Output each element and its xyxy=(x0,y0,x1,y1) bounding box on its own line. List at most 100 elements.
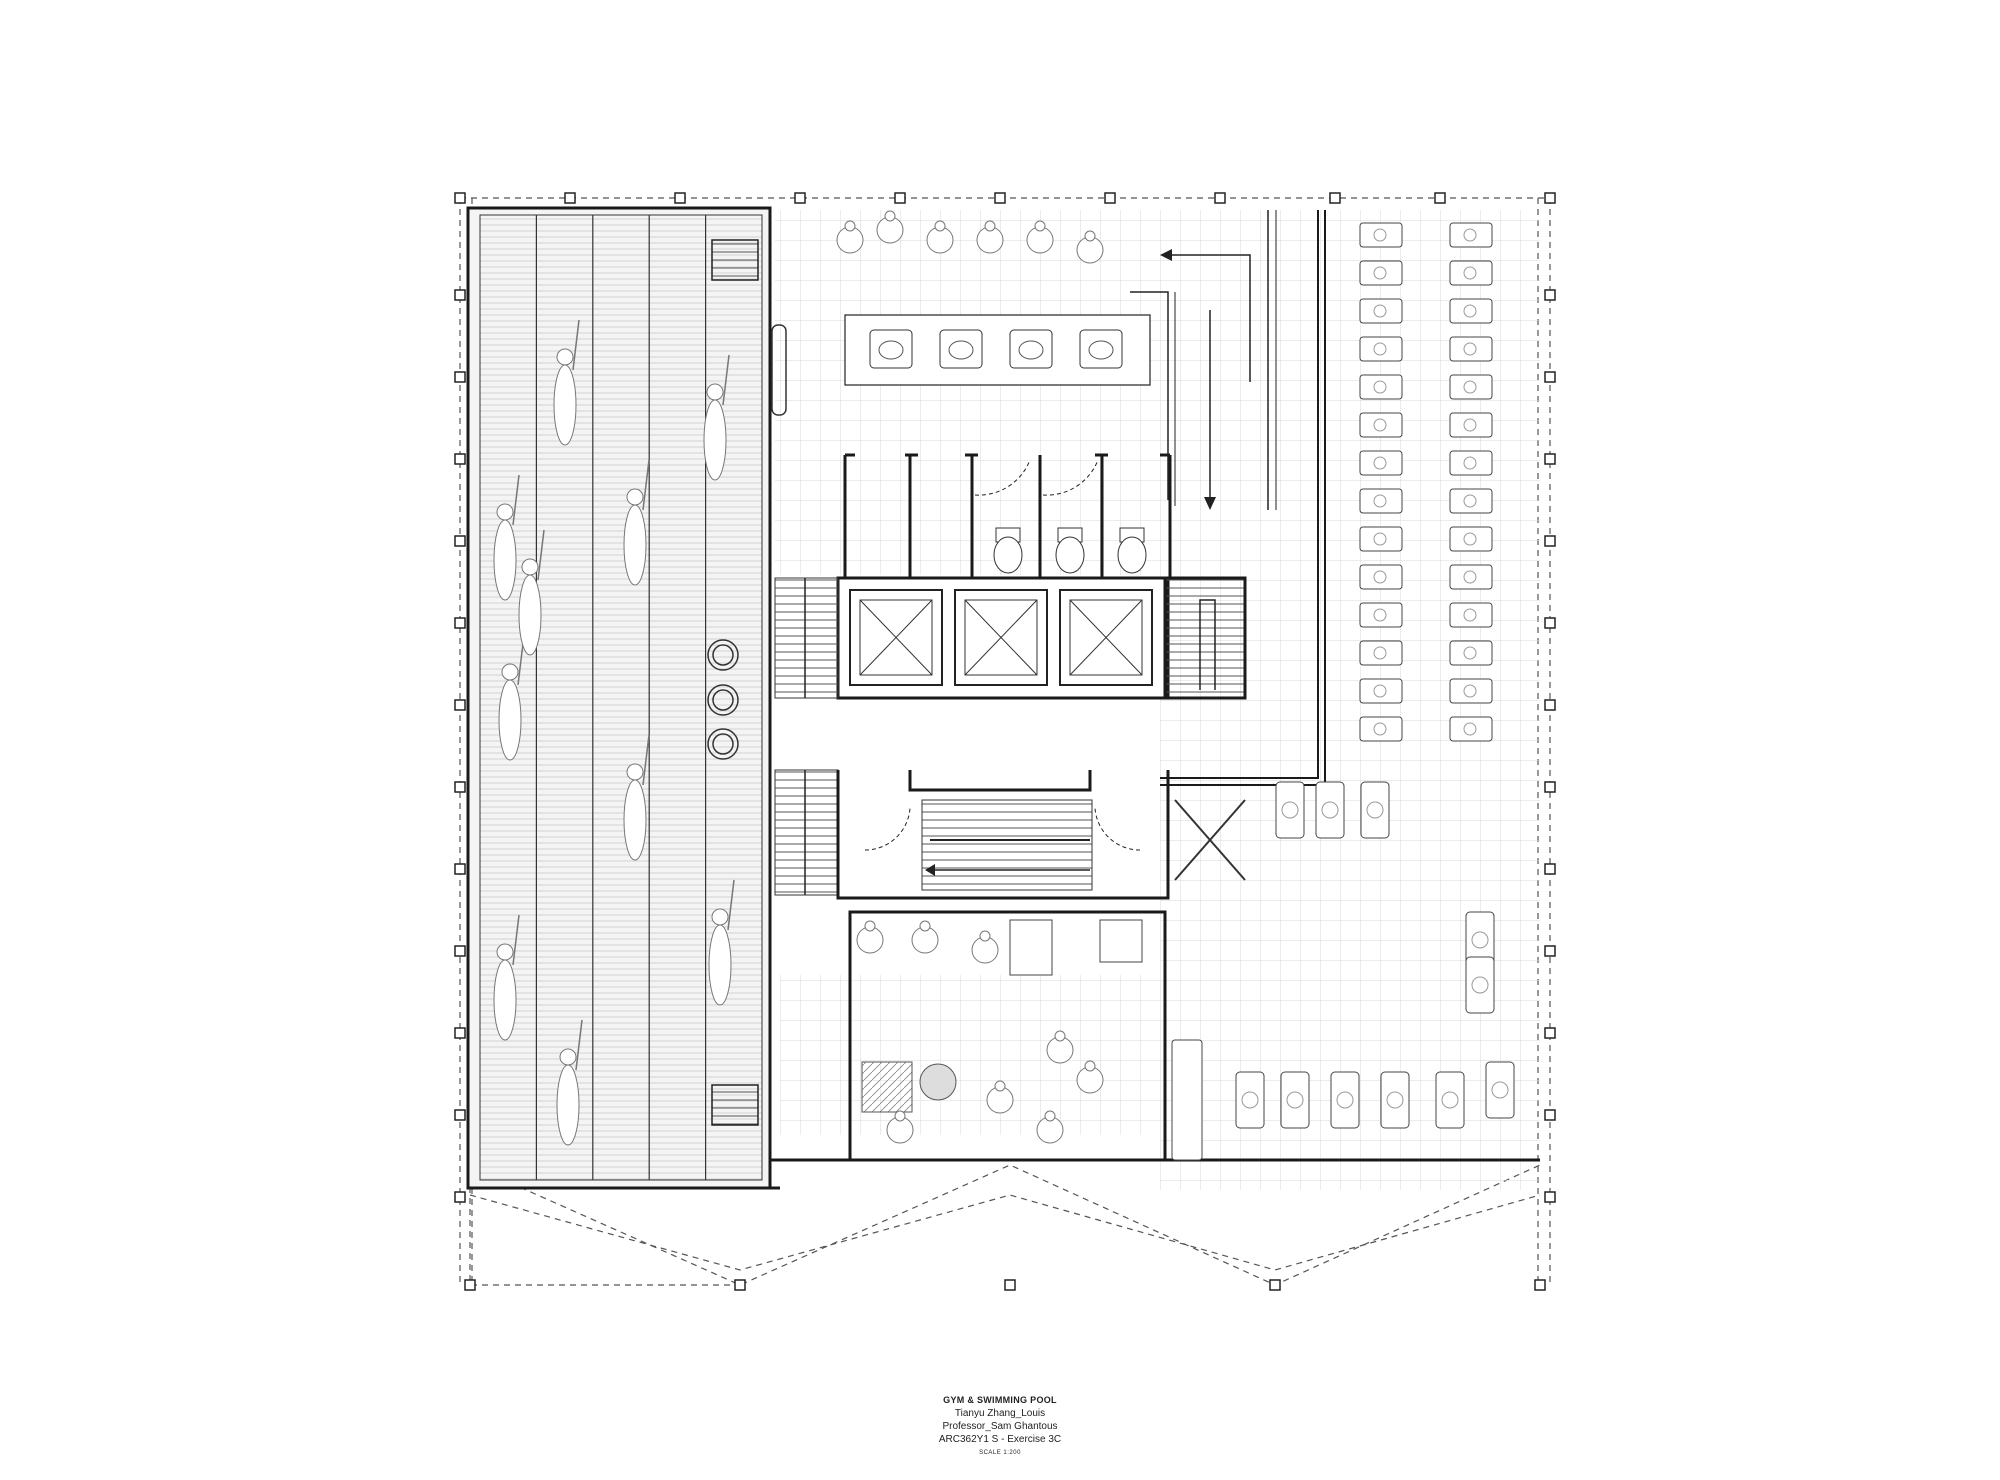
pool-rings xyxy=(707,639,739,760)
gym-user xyxy=(1463,380,1477,394)
column xyxy=(454,192,466,204)
column xyxy=(674,192,686,204)
pool-lane-dividers xyxy=(535,215,707,1180)
elevator-cross xyxy=(964,599,1038,676)
swimmer xyxy=(623,459,650,586)
treadmill xyxy=(1171,1039,1203,1161)
column xyxy=(1544,453,1556,465)
gym-user xyxy=(1373,342,1387,356)
sink xyxy=(869,329,913,369)
column xyxy=(1544,1109,1556,1121)
column xyxy=(454,1109,466,1121)
sink-basin xyxy=(948,340,974,360)
title-block: GYM & SWIMMING POOL Tianyu Zhang_Louis P… xyxy=(900,1395,1100,1457)
gym-user xyxy=(1463,684,1477,698)
seated-person-head xyxy=(984,220,996,232)
elevator-core xyxy=(836,576,1247,700)
gym-user xyxy=(1386,1091,1404,1109)
swimmer xyxy=(703,354,730,481)
gym-user xyxy=(1463,456,1477,470)
seated-person-head xyxy=(1084,230,1096,242)
swimmer xyxy=(498,634,525,761)
column xyxy=(1534,1279,1546,1291)
seated-person-head xyxy=(919,920,931,932)
elevator-cross xyxy=(859,599,933,676)
gym-user xyxy=(1463,722,1477,736)
gym-user xyxy=(1321,801,1339,819)
gym-user xyxy=(1373,418,1387,432)
column xyxy=(1269,1279,1281,1291)
lounge-room xyxy=(848,910,1167,1162)
gym-user xyxy=(1373,266,1387,280)
column xyxy=(1004,1279,1016,1291)
elevator-car xyxy=(859,599,933,676)
gym-user xyxy=(1463,342,1477,356)
elevator-car xyxy=(964,599,1038,676)
column xyxy=(1544,863,1556,875)
column xyxy=(1544,192,1556,204)
gym-user xyxy=(1286,1091,1304,1109)
column xyxy=(1214,192,1226,204)
column xyxy=(1544,535,1556,547)
sinks xyxy=(869,329,1123,369)
gym-user xyxy=(1463,532,1477,546)
gym-user xyxy=(1373,228,1387,242)
column xyxy=(454,781,466,793)
gym-user xyxy=(1366,801,1384,819)
seated-person-head xyxy=(864,920,876,932)
gym-user xyxy=(1463,608,1477,622)
column xyxy=(454,945,466,957)
seated-person-head xyxy=(1034,220,1046,232)
column xyxy=(454,1191,466,1203)
zigzag-facade xyxy=(469,1164,1541,1286)
column xyxy=(1544,945,1556,957)
sink xyxy=(1009,329,1053,369)
sink-basin xyxy=(878,340,904,360)
swimming-pool xyxy=(466,206,787,1190)
column xyxy=(1544,289,1556,301)
column xyxy=(1544,617,1556,629)
sink-basin xyxy=(1088,340,1114,360)
swimmer xyxy=(553,319,580,446)
swimmer xyxy=(623,734,650,861)
toilet-bowl xyxy=(1055,536,1085,574)
gym-user xyxy=(1463,646,1477,660)
column xyxy=(994,192,1006,204)
column xyxy=(1544,699,1556,711)
gym-user xyxy=(1463,266,1477,280)
washroom-block xyxy=(843,314,1172,580)
seated-person-head xyxy=(1044,1110,1056,1122)
gym-user xyxy=(1373,646,1387,660)
lounge-figures xyxy=(836,210,1104,1144)
gym-user xyxy=(1336,1091,1354,1109)
column xyxy=(454,1027,466,1039)
seated-person-head xyxy=(844,220,856,232)
column xyxy=(454,453,466,465)
gym-user xyxy=(1373,532,1387,546)
gym-equipment xyxy=(1171,222,1515,1161)
toilet-bowl xyxy=(993,536,1023,574)
seated-person-head xyxy=(934,220,946,232)
gym-user xyxy=(1241,1091,1259,1109)
column xyxy=(1329,192,1341,204)
column xyxy=(454,699,466,711)
course-code: ARC362Y1 S - Exercise 3C xyxy=(938,1433,1062,1445)
gym-user xyxy=(1463,494,1477,508)
gym-user xyxy=(1471,931,1489,949)
column xyxy=(454,863,466,875)
elevator-shafts xyxy=(849,589,1153,686)
drawing-title: GYM & SWIMMING POOL xyxy=(943,1395,1057,1405)
gym-user xyxy=(1471,976,1489,994)
corridor-stairs xyxy=(774,577,839,896)
column xyxy=(454,617,466,629)
gym-user xyxy=(1373,722,1387,736)
seated-person-head xyxy=(884,210,896,222)
gym-user xyxy=(1463,304,1477,318)
elevator-cross xyxy=(1069,599,1143,676)
column xyxy=(1434,192,1446,204)
drawing-scale: SCALE 1:200 xyxy=(979,1449,1021,1456)
rack-brace xyxy=(1174,799,1246,881)
gym-user xyxy=(1441,1091,1459,1109)
gym-user xyxy=(1463,418,1477,432)
pool-ladder-rail xyxy=(771,324,787,416)
